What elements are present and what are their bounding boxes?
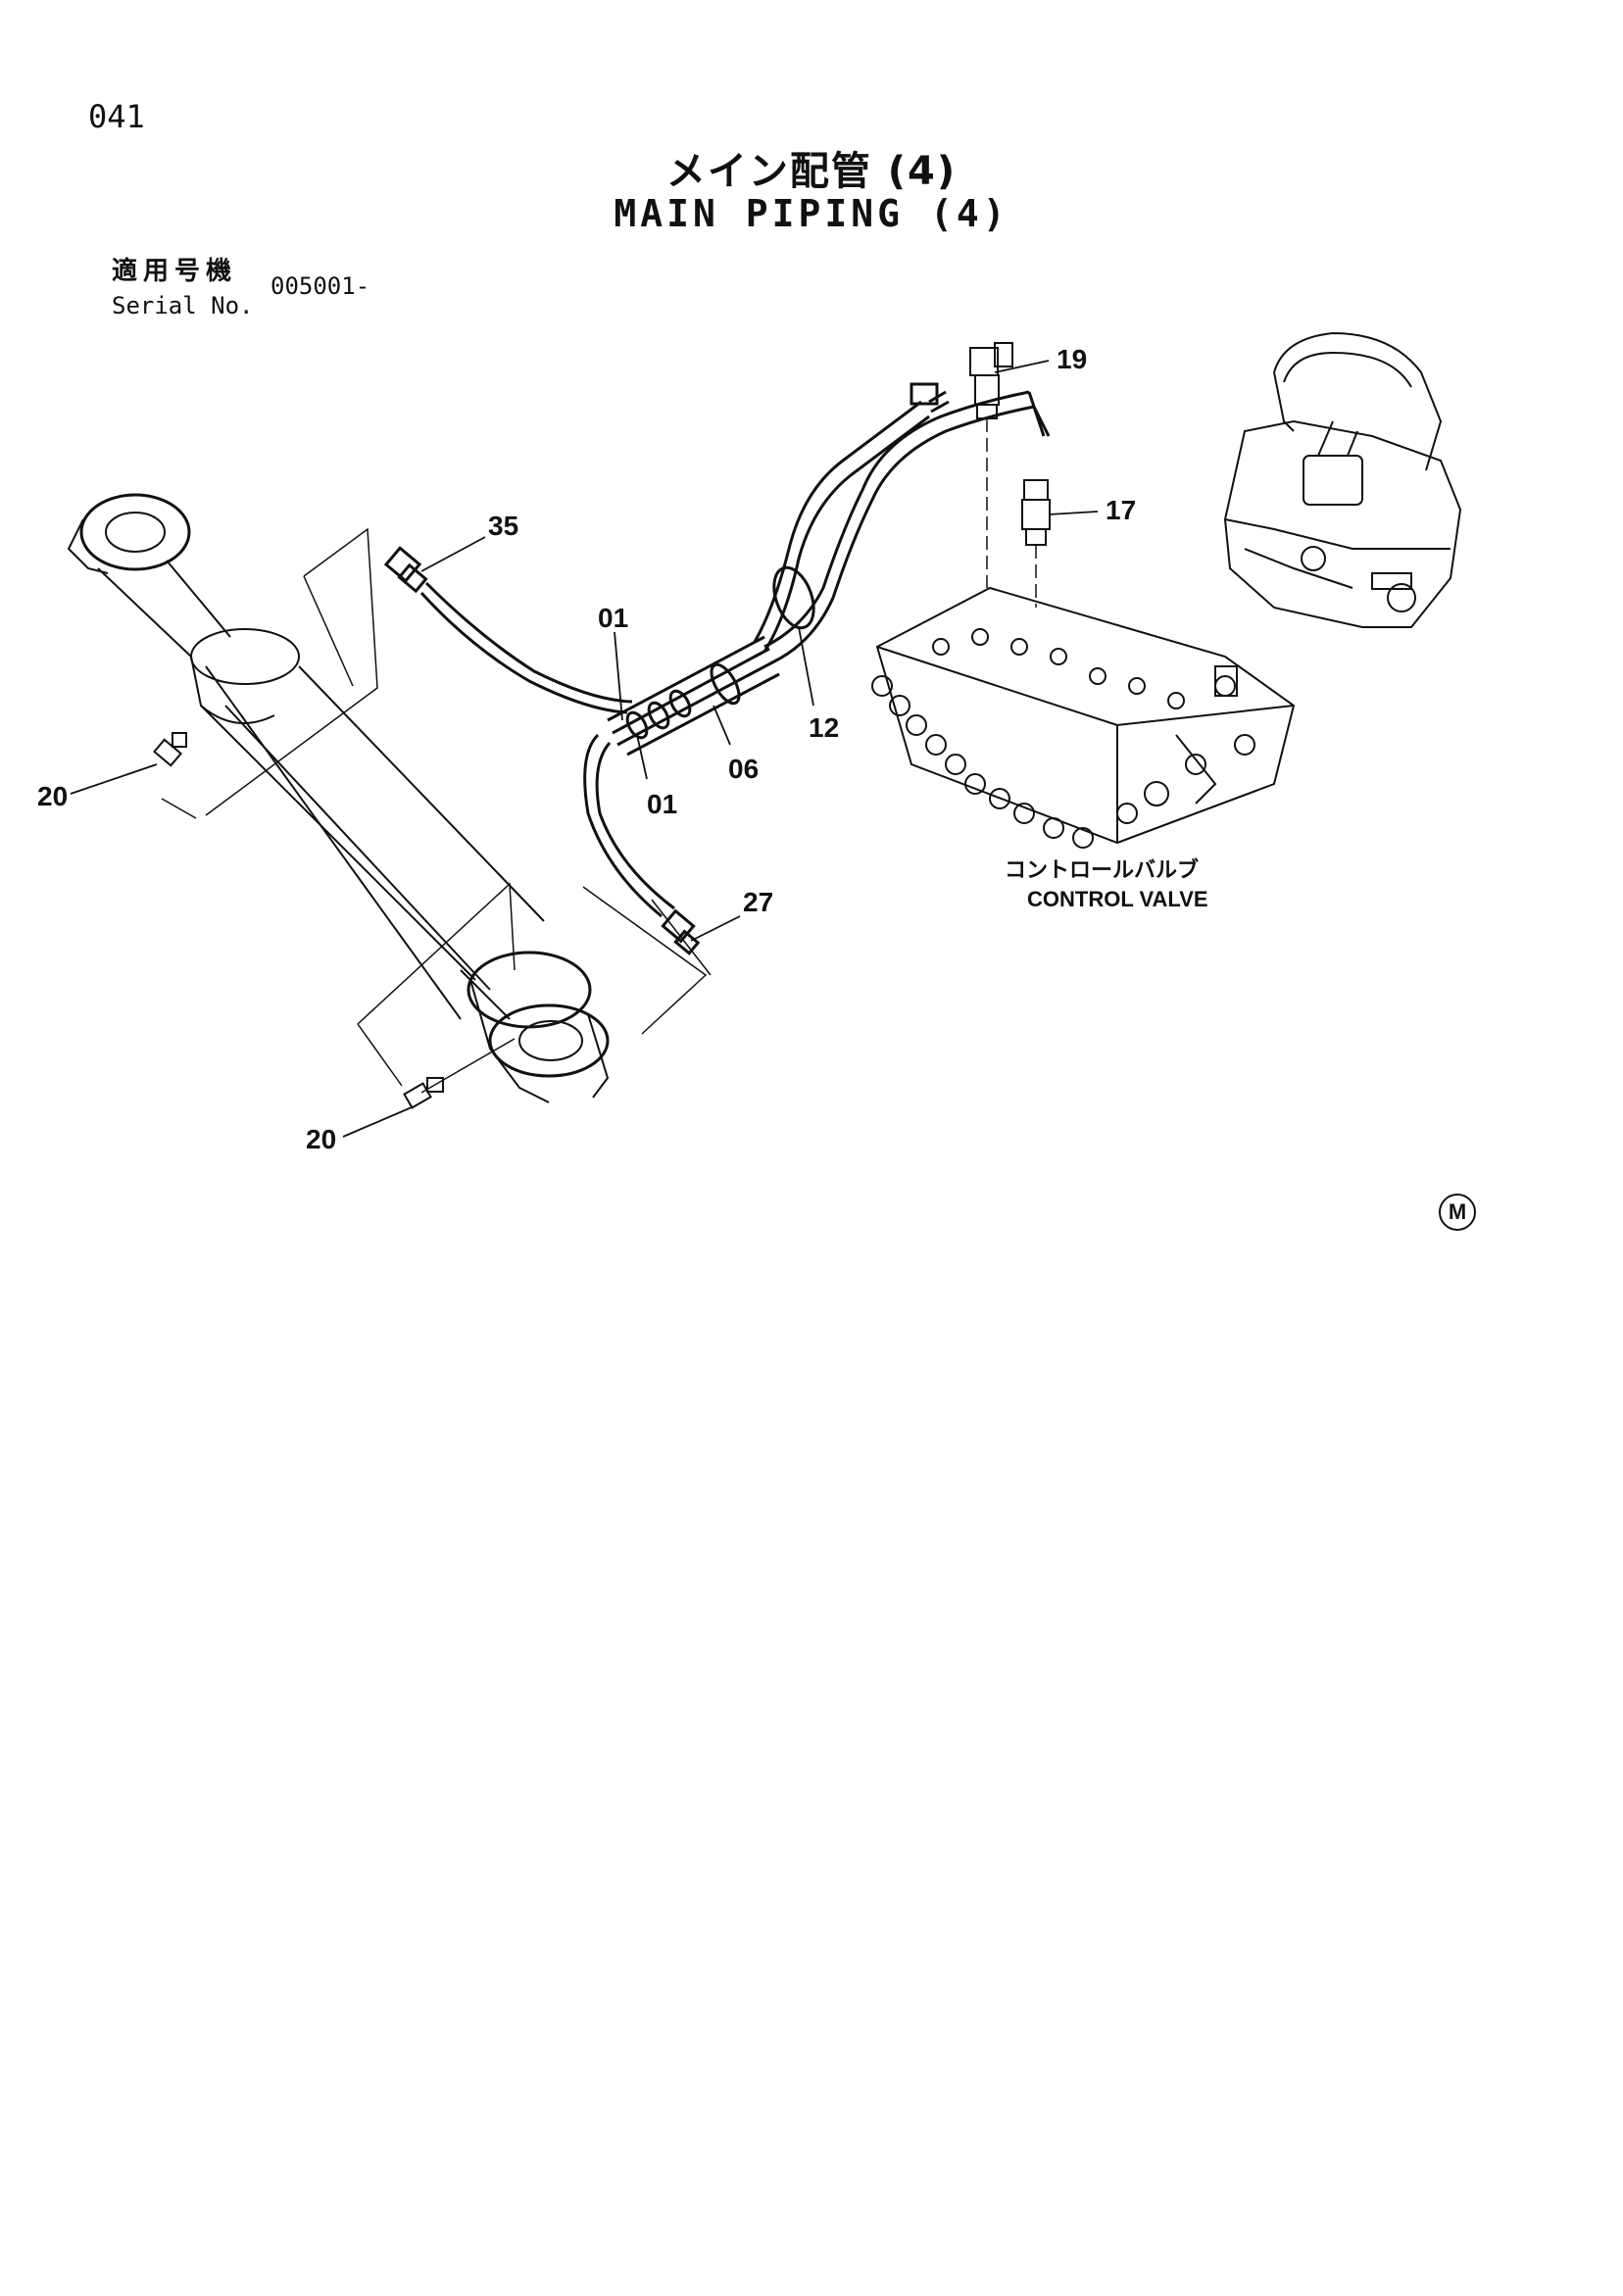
title-japanese: メイン配管 (4) [665,149,958,194]
callout-01-upper: 01 [598,603,628,633]
control-valve-label-english: CONTROL VALVE [1027,887,1208,911]
grease-fitting-upper [153,732,187,767]
serial-number-value: 005001- [270,272,370,300]
serial-label-english: Serial No. [112,292,254,319]
title-english: MAIN PIPING (4) [614,192,1009,235]
port-bracket-lines [161,527,712,1094]
page-number: 041 [88,98,145,135]
hose-27 [583,733,701,955]
serial-label-japanese: 適用号機 [112,257,238,286]
corner-mark-badge: M [1439,1194,1476,1231]
callout-20-upper: 20 [37,781,68,811]
callout-35: 35 [488,511,518,541]
hose-35 [383,546,633,714]
control-valve [871,586,1296,849]
callout-01-lower: 01 [647,789,677,819]
adapter-17 [1021,479,1051,608]
grease-fitting-lower [403,1077,444,1109]
callout-17: 17 [1106,495,1136,525]
callout-27: 27 [743,887,773,917]
leader-lines [70,360,1099,1138]
hydraulic-cylinder [67,493,610,1103]
callout-20-lower: 20 [306,1124,336,1154]
hose-bundle [607,635,780,757]
excavator-icon [1223,331,1462,628]
callout-06: 06 [728,754,759,784]
adapter-19 [969,342,1013,588]
callout-19: 19 [1057,344,1087,374]
control-valve-label-japanese: コントロールバルブ [1005,857,1199,882]
callout-12: 12 [809,712,839,743]
pipe-12 [753,382,1051,663]
